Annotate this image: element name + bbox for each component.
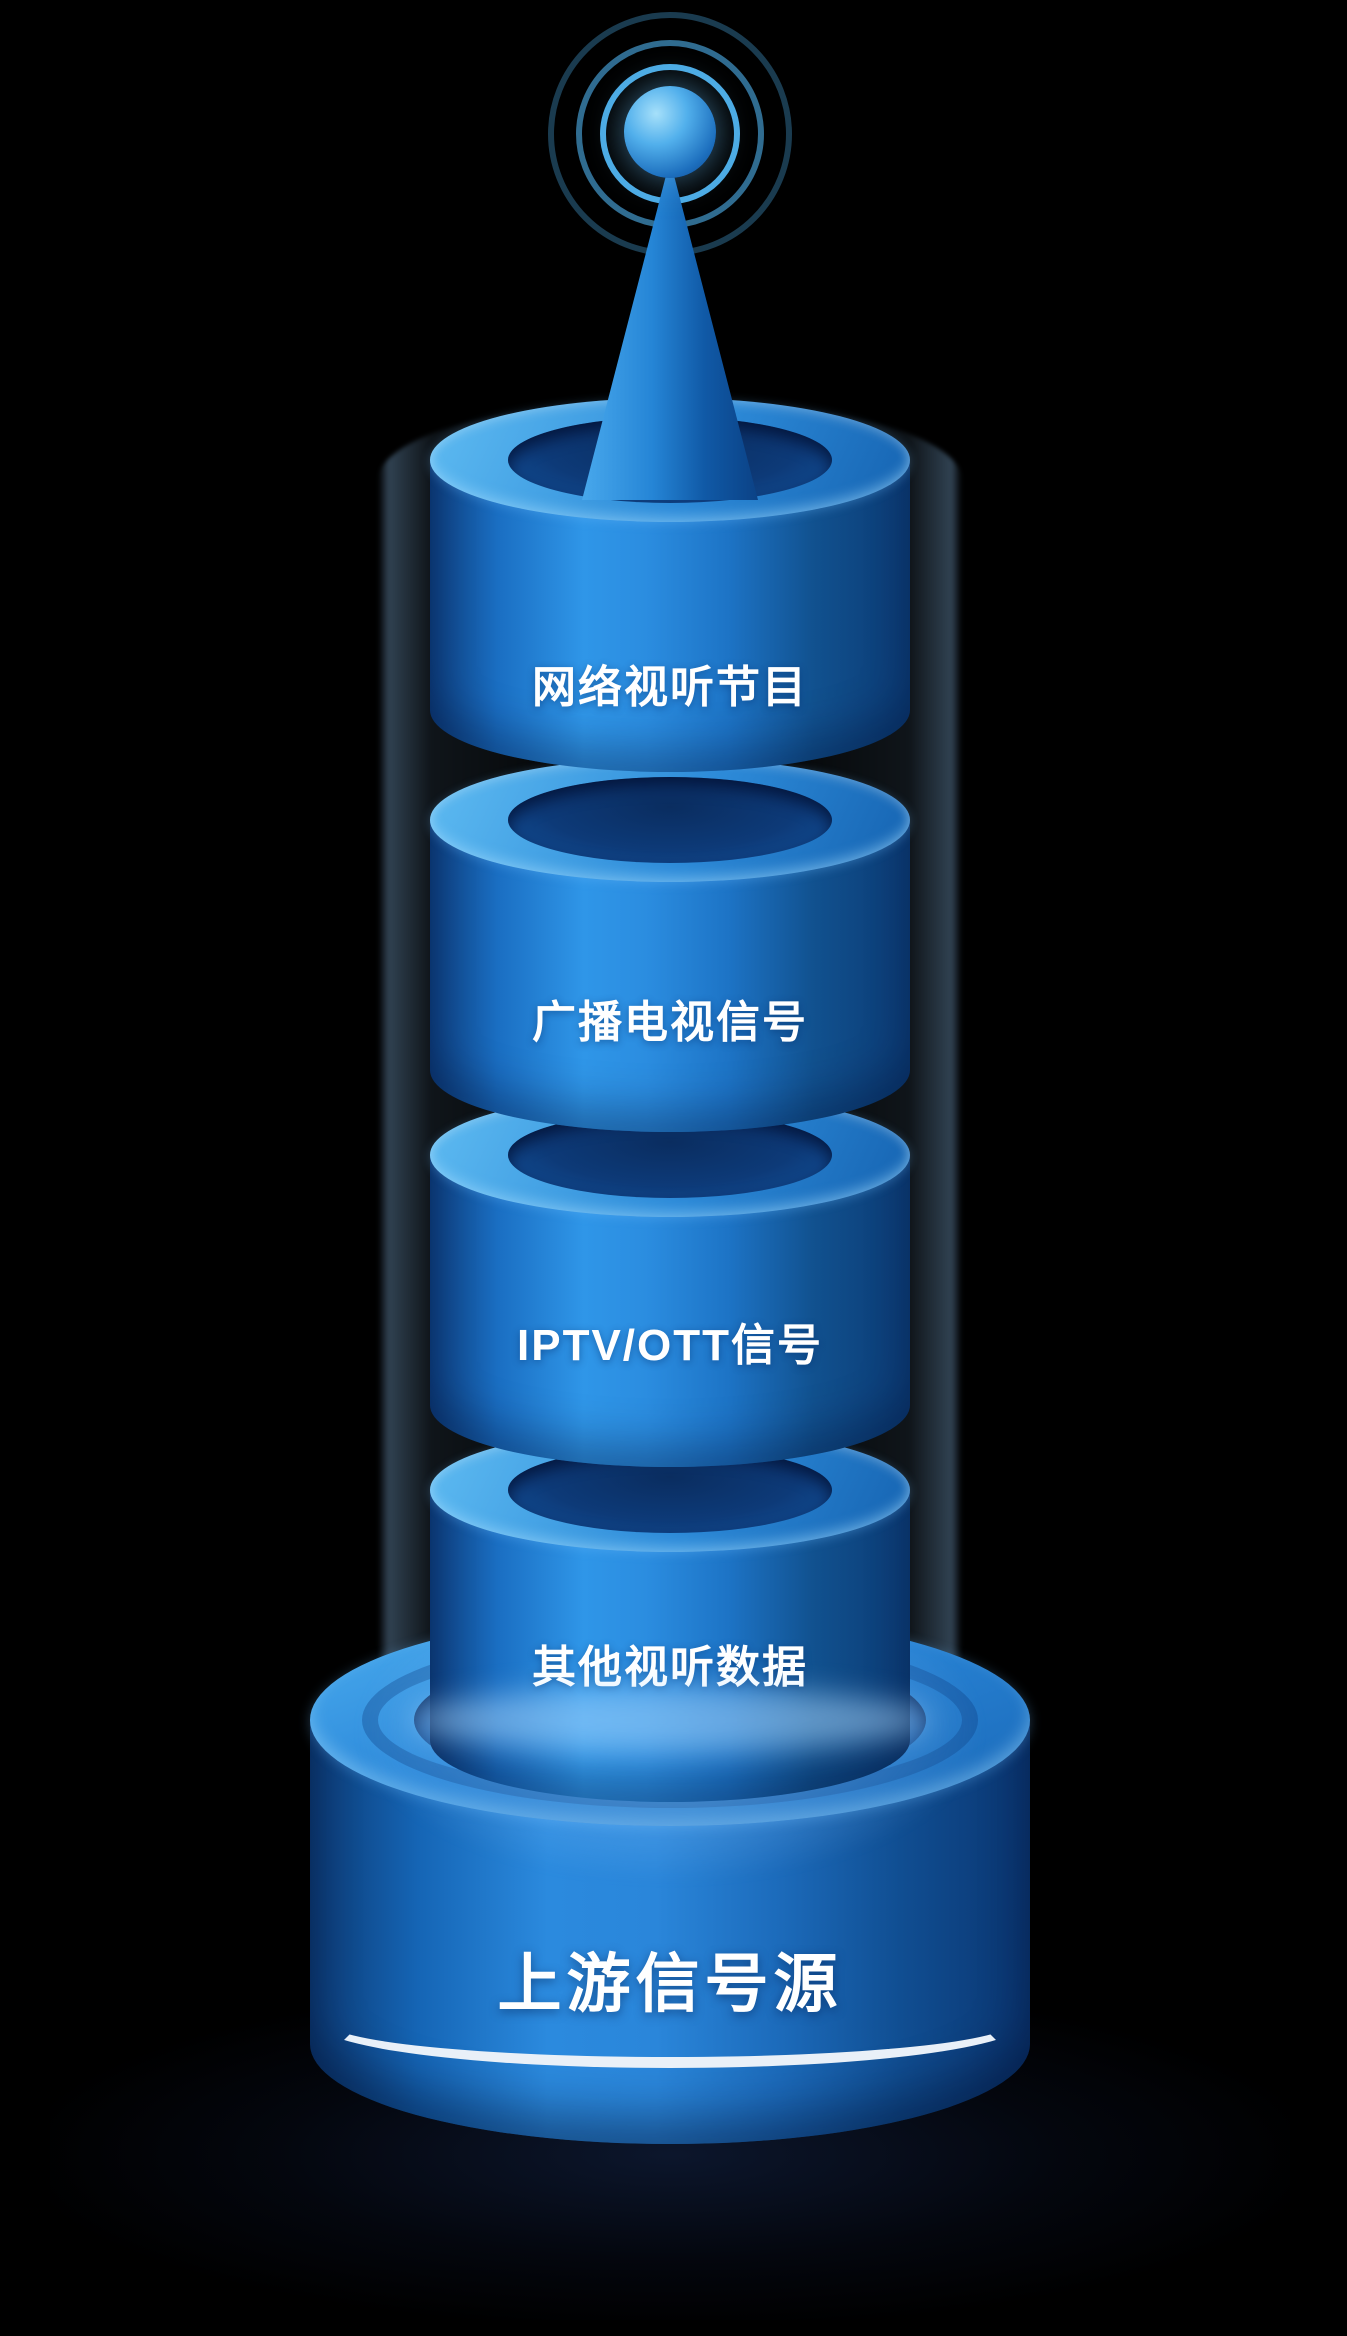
layer-label: 网络视听节目 bbox=[532, 663, 808, 712]
layer-label: 广播电视信号 bbox=[532, 998, 808, 1047]
layer-label: 其他视听数据 bbox=[532, 1643, 808, 1692]
cylinder-top-recess bbox=[508, 777, 832, 863]
base-white-stripe bbox=[316, 1976, 1024, 2068]
layer-label: IPTV/OTT信号 bbox=[517, 1321, 823, 1370]
layer-cylinder-iptv-ott: IPTV/OTT信号 bbox=[430, 1093, 910, 1483]
base-rim-glow-ring bbox=[410, 1688, 930, 1752]
layer-cylinder-broadcast-tv: 广播电视信号 bbox=[430, 758, 910, 1148]
layer-cylinder-other-av-data: 其他视听数据 bbox=[430, 1428, 910, 1818]
antenna-ball-icon bbox=[624, 86, 716, 178]
